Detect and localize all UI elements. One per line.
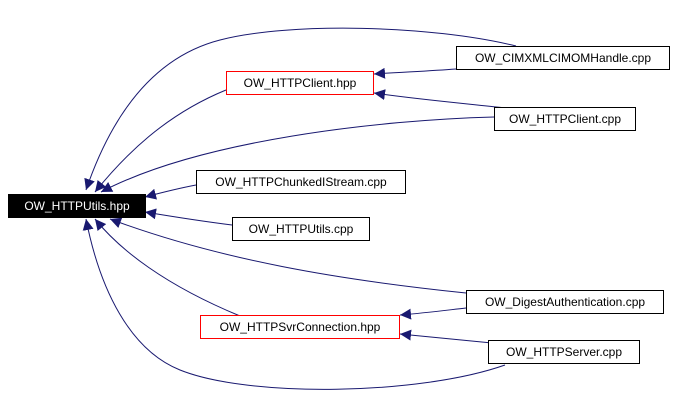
edge-svrconn-to-root [94,218,241,317]
node-httpchunkedistream-cpp[interactable]: OW_HTTPChunkedIStream.cpp [196,170,406,194]
edge-cimxml-to-root [84,27,517,191]
edge-httpclient-hpp-to-root [94,89,227,193]
node-httpsvrconnection-hpp[interactable]: OW_HTTPSvrConnection.hpp [200,315,400,339]
node-httpserver-cpp[interactable]: OW_HTTPServer.cpp [488,340,640,364]
node-httputils-cpp[interactable]: OW_HTTPUtils.cpp [232,217,370,241]
edge-chunked-to-root [144,184,197,200]
node-cimxmlcimomhandle-cpp[interactable]: OW_CIMXMLCIMOMHandle.cpp [456,46,670,70]
edge-server-to-svrconn [399,329,493,344]
edge-httpclient-cpp-to-httpclient-hpp [373,89,507,109]
edge-cimxml-to-httpclient-hpp [373,67,457,79]
node-digestauthentication-cpp[interactable]: OW_DigestAuthentication.cpp [466,290,664,314]
node-httpclient-hpp[interactable]: OW_HTTPClient.hpp [226,71,374,95]
edge-digest-to-root [109,217,467,294]
edge-httpclient-cpp-to-root [100,116,495,193]
edge-digest-to-svrconn [399,307,467,320]
node-httpclient-cpp[interactable]: OW_HTTPClient.cpp [494,107,636,131]
node-httputils-hpp: OW_HTTPUtils.hpp [8,194,146,218]
edge-server-to-root [82,218,506,390]
edge-httputils-cpp-to-root [144,208,233,226]
